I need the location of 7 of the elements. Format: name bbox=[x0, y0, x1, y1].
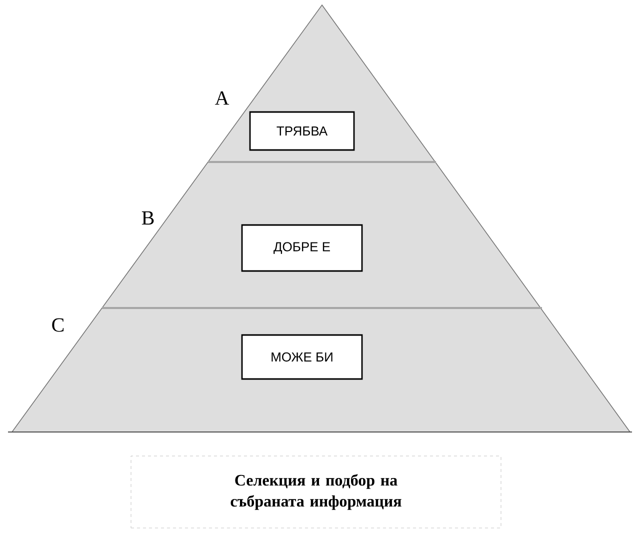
level-letter: C bbox=[52, 318, 64, 332]
level-box: МОЖЕ БИ bbox=[241, 334, 363, 380]
level-box: ТРЯБВА bbox=[249, 111, 355, 151]
level-letter: B bbox=[142, 211, 154, 225]
level-box: ДОБРЕ Е bbox=[241, 224, 363, 272]
level-letter: A bbox=[214, 91, 230, 105]
caption-box: Селекция и подбор на събраната информация bbox=[130, 456, 502, 528]
